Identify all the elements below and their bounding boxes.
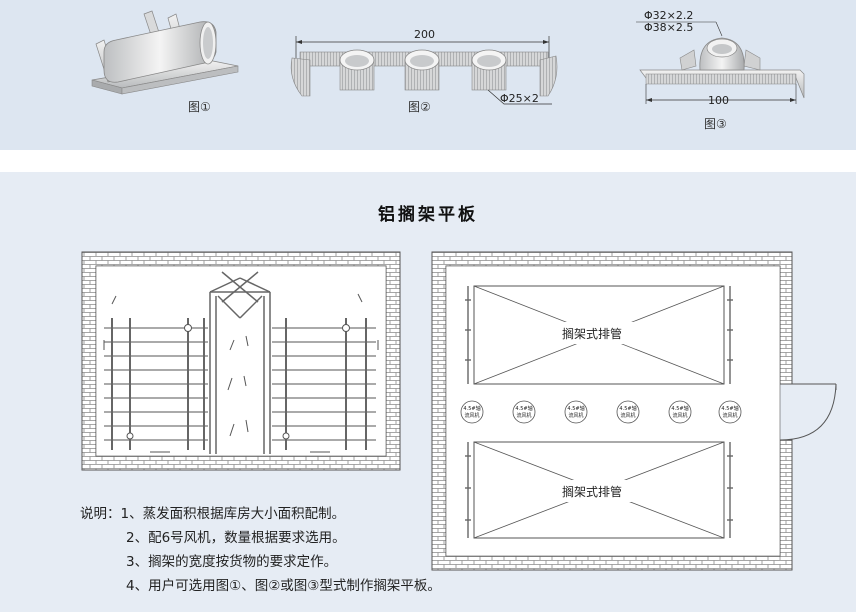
fan-label-6a: 4.5#轴 [721,405,738,412]
fan-label-1b: 流风机 [464,412,479,419]
notes-block: 说明：1、蒸发面积根据库房大小面积配制。 2、配6号风机，数量根据要求选用。 3… [80,502,441,598]
fan-unit: 4.5#轴 流风机 [668,400,692,424]
profile-3-width-label: 100 [708,94,729,107]
profile-2-width-label: 200 [414,28,435,41]
fan-label-2a: 4.5#轴 [515,405,532,412]
note-item-3: 3、搁架的宽度按货物的要求定作。 [126,554,338,570]
fan-label-4a: 4.5#轴 [619,405,636,412]
elevation-view [81,251,401,471]
fan-label-1a: 4.5#轴 [463,405,480,412]
lower-zone-label: 搁架式排管 [562,484,622,499]
upper-coil-zone: 搁架式排管 [465,285,733,385]
profile-3-tube-label-2: Φ38×2.5 [644,21,693,34]
fan-label-5a: 4.5#轴 [671,405,688,412]
fan-unit: 4.5#轴 流风机 [718,400,742,424]
fan-label-2b: 流风机 [516,412,531,419]
profile-1-drawing: 图① [91,10,239,114]
fan-unit: 4.5#轴 流风机 [460,400,484,424]
note-item-4: 4、用户可选用图①、图②或图③型式制作搁架平板。 [126,578,441,594]
note-item-2: 2、配6号风机，数量根据要求选用。 [126,530,346,546]
profile-2-caption: 图② [408,100,431,114]
fan-label-3a: 4.5#轴 [567,405,584,412]
fan-label-6b: 流风机 [722,412,737,419]
profile-2-tube-label: Φ25×2 [500,92,539,105]
note-item-1: 1、蒸发面积根据库房大小面积配制。 [120,506,346,522]
note-line-1: 说明：1、蒸发面积根据库房大小面积配制。 [80,502,441,526]
lower-coil-zone: 搁架式排管 [465,441,733,539]
fan-row: 4.5#轴 流风机 4.5#轴 流风机 4.5#轴 流风机 4.5#轴 流风机 [460,400,742,424]
fan-unit: 4.5#轴 流风机 [564,400,588,424]
plan-view: 搁架式排管 搁架式排管 4.5#轴 流风机 [431,251,837,571]
profile-3-tube-label-1: Φ32×2.2 [644,9,693,22]
profile-3-drawing: Φ32×2.2 Φ38×2.5 100 图③ [636,9,805,131]
diagram-title: 铝搁架平板 [378,204,478,225]
upper-zone-label: 搁架式排管 [562,326,622,341]
band-divider [0,150,856,172]
fan-label-3b: 流风机 [568,412,583,419]
profile-1-caption: 图① [188,100,211,114]
fan-label-5b: 流风机 [672,412,687,419]
fan-unit: 4.5#轴 流风机 [616,400,640,424]
profile-2-drawing: 200 Φ25×2 图② [290,28,558,114]
fan-label-4b: 流风机 [620,412,635,419]
notes-prefix: 说明： [80,506,121,522]
profile-3-caption: 图③ [704,117,727,131]
fan-unit: 4.5#轴 流风机 [512,400,536,424]
